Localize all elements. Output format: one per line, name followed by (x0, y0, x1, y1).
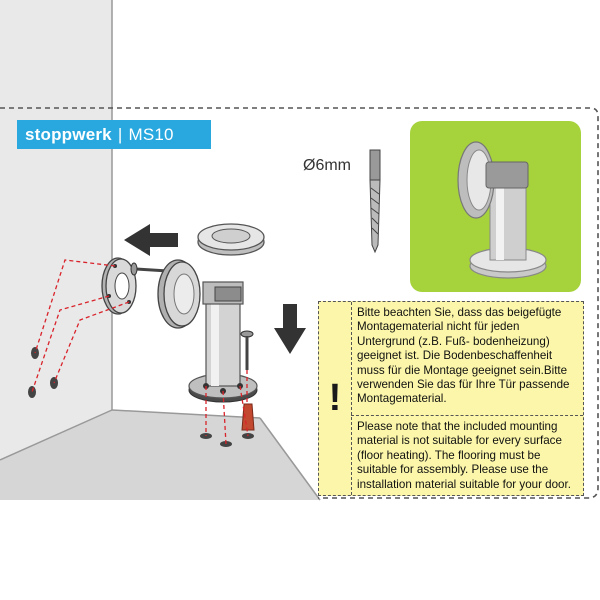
door-stopper-body (188, 281, 258, 403)
product-body (489, 184, 527, 261)
brand-separator: | (117, 124, 123, 144)
notice-divider-horizontal (351, 415, 583, 416)
arrow-left-icon (124, 224, 178, 256)
warning-icon: ! (328, 377, 342, 419)
notice-box: ! Bitte beachten Sie, dass das beigefügt… (318, 301, 584, 496)
floor-edge-right (259, 417, 321, 501)
product-panel (410, 121, 581, 292)
floor-edge-left (0, 409, 113, 461)
floor (0, 410, 320, 500)
screw-horizontal-icon (130, 262, 169, 276)
alignment-guides (31, 259, 249, 445)
wall-left (0, 0, 112, 460)
notice-text-english: Please note that the included mounting m… (357, 420, 571, 491)
drill-size-label: Ø6mm (303, 157, 351, 174)
drill-bit-icon (369, 149, 381, 254)
notice-text-german: Bitte beachten Sie, dass das beigefügte … (357, 306, 570, 406)
brand-badge: stoppwerk | MS10 (17, 120, 211, 149)
arrow-down-icon (274, 304, 306, 354)
product-head (485, 161, 529, 189)
brand-name: stoppwerk (25, 124, 112, 144)
floor-holes (200, 433, 254, 447)
notice-divider-vertical (351, 302, 352, 495)
washer-ring (197, 223, 265, 256)
wall-mount-plate (101, 257, 137, 315)
screw-vertical-icon (240, 330, 254, 370)
dowel-icon (241, 403, 255, 431)
floor-edge-back (111, 409, 261, 419)
magnet-disc (157, 259, 201, 329)
model-name: MS10 (128, 124, 174, 144)
